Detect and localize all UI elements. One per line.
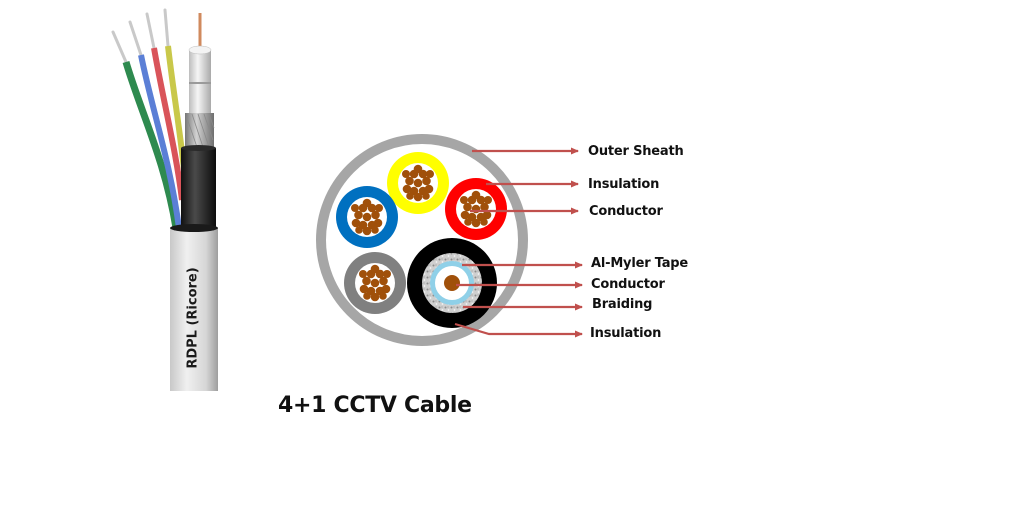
label-insulation: Insulation bbox=[588, 177, 660, 192]
label-insulation-coax: Insulation bbox=[590, 326, 662, 341]
label-braiding: Braiding bbox=[592, 297, 653, 312]
wire-ends bbox=[111, 8, 170, 64]
label-al-myler-tape: Al-Myler Tape bbox=[591, 256, 689, 271]
diagram-title: 4+1 CCTV Cable bbox=[278, 393, 472, 418]
gray-core bbox=[344, 252, 406, 314]
blue-wire bbox=[138, 54, 182, 229]
green-wire bbox=[122, 61, 180, 229]
outer-jacket bbox=[170, 228, 218, 391]
coax-core bbox=[407, 238, 497, 328]
red-wire bbox=[151, 47, 185, 201]
yellow-core bbox=[387, 152, 449, 214]
red-core bbox=[445, 178, 507, 240]
label-conductor-coax: Conductor bbox=[591, 277, 665, 292]
callout-arrows bbox=[454, 147, 583, 338]
coax-inner-sheath bbox=[181, 148, 216, 230]
label-outer-sheath: Outer Sheath bbox=[588, 144, 684, 159]
label-conductor: Conductor bbox=[589, 204, 663, 219]
blue-core bbox=[336, 186, 398, 248]
cable-product-illustration bbox=[111, 8, 218, 391]
arrow-insulation-coax bbox=[454, 322, 583, 338]
